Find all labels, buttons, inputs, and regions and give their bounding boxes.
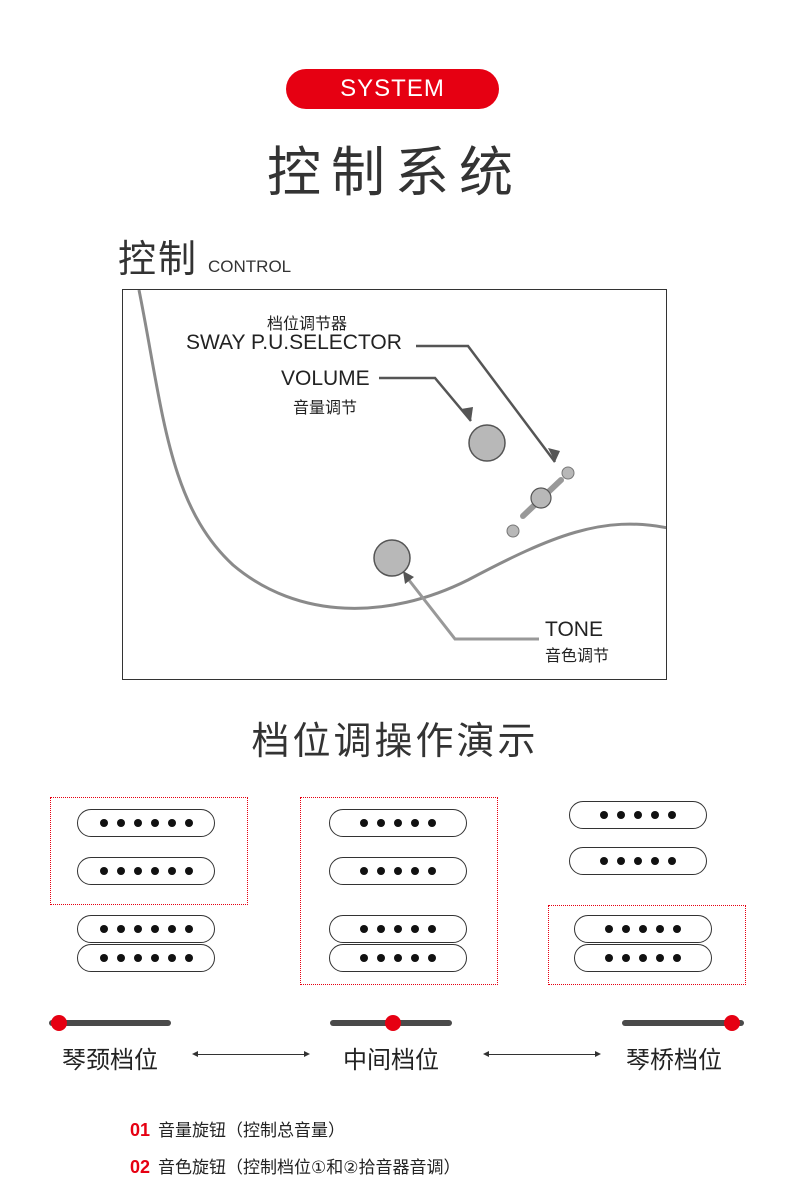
- bridge-selector-knob: [723, 1015, 740, 1031]
- middle-selector-knob: [385, 1015, 402, 1031]
- arrow-neck-middle: [192, 1051, 310, 1057]
- control-title-en: CONTROL: [208, 257, 292, 276]
- bridge-selector-track: [622, 1020, 744, 1026]
- bridge-position-label: 琴桥档位: [626, 1046, 722, 1074]
- note-01-number: 01: [130, 1120, 151, 1140]
- selector-label-en: SWAY P.U.SELECTOR: [186, 331, 402, 354]
- note-01: 01 音量旋钮（控制总音量）: [130, 1116, 345, 1141]
- note-02: 02 音色旋钮（控制档位①和②拾音器音调）: [130, 1153, 461, 1178]
- system-badge: SYSTEM: [286, 69, 499, 109]
- middle-pickup-4: [329, 944, 467, 972]
- selector-tip-icon: [530, 487, 552, 509]
- tone-leader-line: [403, 574, 539, 641]
- middle-pickup-2: [329, 857, 467, 885]
- middle-pickup-3: [329, 915, 467, 943]
- page-title: 控制系统: [267, 141, 523, 204]
- tone-label-en: TONE: [545, 618, 603, 641]
- neck-selector-track: [49, 1020, 171, 1026]
- neck-selector-knob: [50, 1015, 67, 1031]
- tone-label-cn: 音色调节: [545, 646, 610, 665]
- neck-pickup-3: [77, 915, 215, 943]
- bridge-pickup-1: [569, 801, 707, 829]
- neck-pickup-1: [77, 809, 215, 837]
- guitar-body-outline: [137, 290, 666, 641]
- volume-label-cn: 音量调节: [293, 398, 358, 417]
- middle-pickup-1: [329, 809, 467, 837]
- demo-title: 档位调操作演示: [251, 719, 539, 763]
- note-01-text: 音量旋钮（控制总音量）: [158, 1121, 346, 1141]
- bridge-pickup-highlight: [548, 905, 746, 985]
- note-02-text: 音色旋钮（控制档位①和②拾音器音调）: [158, 1158, 461, 1178]
- selector-label-cn: 档位调节器: [267, 314, 348, 333]
- control-diagram: 档位调节器 SWAY P.U.SELECTOR VOLUME 音量调节 TONE…: [122, 289, 667, 680]
- selector-screw-bottom-icon: [506, 524, 520, 538]
- neck-pickup-highlight: [50, 797, 248, 905]
- selector-leader-line: [416, 344, 556, 463]
- bridge-pickup-3: [574, 915, 712, 943]
- middle-pickup-highlight: [300, 797, 498, 985]
- bridge-pickup-2: [569, 847, 707, 875]
- volume-label-en: VOLUME: [281, 367, 370, 390]
- tone-knob-icon: [373, 539, 411, 577]
- volume-knob-icon: [468, 424, 506, 462]
- neck-pickup-4: [77, 944, 215, 972]
- arrow-middle-bridge: [483, 1051, 601, 1057]
- volume-leader-line: [379, 376, 472, 422]
- middle-position-label: 中间档位: [343, 1046, 439, 1074]
- control-section-title: 控制 CONTROL: [118, 228, 291, 283]
- note-02-number: 02: [130, 1157, 151, 1177]
- bridge-pickup-4: [574, 944, 712, 972]
- control-title-cn: 控制: [118, 237, 199, 281]
- selector-screw-top-icon: [561, 466, 575, 480]
- neck-position-label: 琴颈档位: [62, 1046, 158, 1074]
- neck-pickup-2: [77, 857, 215, 885]
